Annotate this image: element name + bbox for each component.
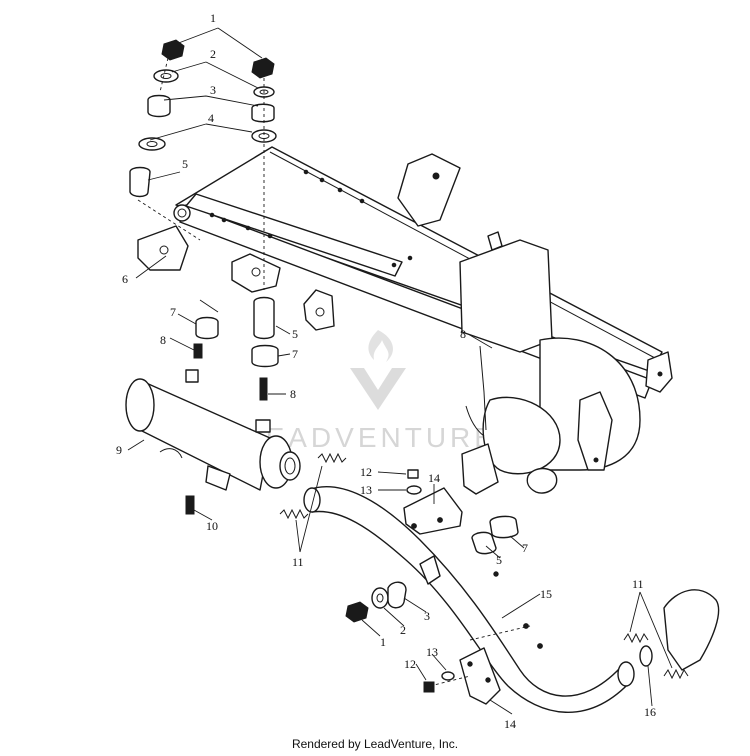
washer-4-right bbox=[251, 129, 277, 143]
washer-2-left bbox=[153, 69, 179, 83]
callout-12: 12 bbox=[360, 465, 372, 479]
washer-2-lower bbox=[371, 587, 389, 609]
callout-1: 1 bbox=[210, 11, 216, 25]
callout-13: 13 bbox=[426, 645, 438, 659]
callout-14: 14 bbox=[428, 471, 440, 485]
muffler-hanger bbox=[461, 443, 499, 495]
frame-mount-tab bbox=[231, 253, 281, 293]
callout-11: 11 bbox=[632, 577, 644, 591]
muffler-front-cap bbox=[125, 378, 155, 432]
callout-5: 5 bbox=[182, 157, 188, 171]
spacer-3-lower bbox=[387, 581, 407, 609]
washer-13-lower bbox=[441, 671, 455, 681]
frame-tube-end bbox=[173, 204, 191, 222]
callout-12: 12 bbox=[404, 657, 416, 671]
spacer-7-center bbox=[251, 344, 279, 368]
spring-11-right-upper bbox=[623, 632, 649, 644]
callout-2: 2 bbox=[210, 47, 216, 61]
springs-11 bbox=[279, 452, 689, 680]
callout-8: 8 bbox=[290, 387, 296, 401]
spacer-3-left bbox=[147, 94, 171, 118]
callout-16: 16 bbox=[644, 705, 656, 719]
callout-7: 7 bbox=[522, 541, 528, 555]
washer-4-left bbox=[138, 137, 166, 151]
sleeve-5-left bbox=[129, 166, 151, 198]
pipe-inlet bbox=[303, 487, 321, 513]
frame-cross-tube bbox=[185, 193, 403, 277]
nut-1-lower bbox=[345, 601, 369, 623]
muffler-side-fitting bbox=[255, 419, 271, 433]
leader-lines bbox=[127, 27, 673, 715]
pipe-tab bbox=[419, 555, 441, 585]
callout-5: 5 bbox=[496, 553, 502, 567]
nut-1-left bbox=[161, 39, 185, 61]
spring-11-right-lower bbox=[663, 668, 689, 680]
sleeve-5-lower bbox=[471, 531, 497, 555]
callout-11: 11 bbox=[292, 555, 304, 569]
callout-7: 7 bbox=[170, 305, 176, 319]
spacer-3-right bbox=[251, 103, 275, 123]
callout-4: 4 bbox=[208, 111, 214, 125]
callout-14: 14 bbox=[504, 717, 516, 731]
washer-13-upper bbox=[406, 485, 422, 495]
spring-11-lower bbox=[279, 508, 309, 520]
muffler-bracket bbox=[205, 465, 231, 491]
callout-10: 10 bbox=[206, 519, 218, 533]
watermark-flame-icon bbox=[368, 330, 393, 362]
callout-6: 6 bbox=[122, 272, 128, 286]
callout-3: 3 bbox=[424, 609, 430, 623]
footer-credit: Rendered by LeadVenture, Inc. bbox=[291, 737, 459, 751]
callout-5: 5 bbox=[292, 327, 298, 341]
callout-13: 13 bbox=[360, 483, 372, 497]
nut-1-right bbox=[251, 57, 275, 79]
oil-cap bbox=[487, 231, 503, 251]
bolt-8-center bbox=[259, 377, 268, 401]
spring-11-upper bbox=[317, 452, 347, 464]
callout-15: 15 bbox=[540, 587, 552, 601]
callout-7: 7 bbox=[292, 347, 298, 361]
engine-block bbox=[459, 239, 553, 353]
bolt-12-lower bbox=[423, 681, 435, 693]
callout-8: 8 bbox=[460, 327, 466, 341]
muffler-outlet-tube bbox=[279, 451, 301, 481]
mount-plate-6 bbox=[137, 225, 189, 271]
hardware-stack-right bbox=[251, 57, 277, 290]
frame-holes bbox=[209, 169, 413, 268]
hardware-stack-left bbox=[129, 39, 185, 198]
callout-3: 3 bbox=[210, 83, 216, 97]
pipe-hanger-14-upper bbox=[403, 487, 463, 535]
spacer-7-left bbox=[195, 316, 219, 340]
muffler-top-fitting bbox=[185, 369, 199, 383]
gasket-16 bbox=[639, 645, 653, 667]
exhaust-pipe-15 bbox=[303, 486, 635, 713]
callout-8: 8 bbox=[160, 333, 166, 347]
callout-9: 9 bbox=[116, 443, 122, 457]
callout-1: 1 bbox=[380, 635, 386, 649]
bolt-10 bbox=[185, 495, 195, 515]
frame-hanger-tab bbox=[303, 289, 335, 331]
exhaust-elbow bbox=[663, 589, 720, 671]
axle-bracket bbox=[577, 391, 613, 471]
watermark: LEADVENTURE bbox=[246, 330, 493, 453]
bolt-12-upper bbox=[407, 469, 419, 479]
callouts: 1 2 3 4 5 6 7 8 8 5 7 8 9 10 11 12 13 14… bbox=[116, 11, 656, 731]
spacer-7-lower bbox=[489, 515, 519, 539]
callout-2: 2 bbox=[400, 623, 406, 637]
watermark-logo-icon bbox=[350, 368, 406, 410]
sleeve-5-center bbox=[253, 296, 275, 340]
mount-knob bbox=[526, 467, 558, 494]
frame-upper-bracket bbox=[397, 153, 461, 227]
pipe-outlet bbox=[617, 661, 635, 687]
muffler-9 bbox=[125, 369, 301, 515]
bolt-8-left bbox=[193, 343, 203, 359]
frame-assembly bbox=[173, 146, 673, 495]
